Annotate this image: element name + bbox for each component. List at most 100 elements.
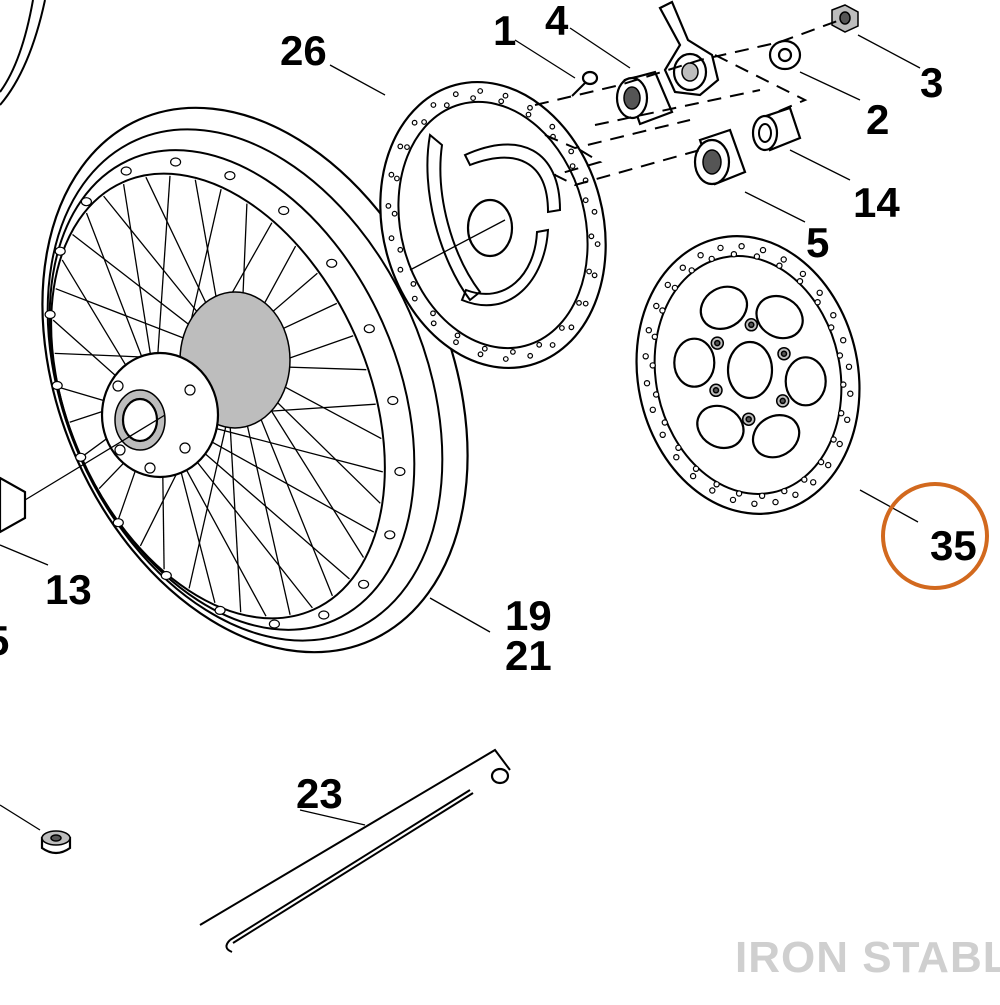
rotor-hole	[525, 111, 532, 118]
rim-hole	[160, 570, 172, 581]
rotor-hole	[708, 255, 715, 263]
rotor-hole	[713, 481, 720, 488]
label-19: 19	[505, 592, 552, 639]
rotor-hole	[838, 410, 845, 417]
label-23: 23	[296, 770, 343, 817]
rotor-hole	[569, 163, 576, 170]
rotor-hole	[697, 251, 704, 259]
rotor-hole	[799, 270, 807, 278]
rotor-hole	[477, 351, 484, 358]
rotor-window	[699, 285, 749, 330]
rotor-hole	[844, 416, 851, 423]
washer-2	[768, 39, 802, 71]
rotor-hole	[652, 391, 660, 398]
rotor-hole	[576, 300, 582, 306]
rotor-hole	[549, 123, 556, 130]
rotor-hole	[738, 242, 745, 250]
rotor-hole	[454, 332, 461, 339]
rim-hole	[326, 258, 338, 268]
rotor-hole	[845, 363, 853, 370]
rotor-hole	[830, 312, 837, 319]
rotor-hole	[643, 380, 651, 387]
rim-hole	[80, 197, 93, 207]
rotor-hole	[397, 266, 404, 273]
rim-hole	[387, 395, 399, 406]
rotor-hole	[840, 381, 847, 388]
rim-hole	[384, 530, 396, 540]
rotor-hole	[692, 465, 700, 472]
assembly-dash-lines	[534, 19, 841, 187]
tire-arc	[0, 0, 46, 106]
brake-rotor-26	[379, 80, 607, 370]
rotor-hole	[591, 208, 598, 215]
rotor-hole	[671, 284, 679, 292]
rotor-bolt-center	[780, 350, 788, 357]
rotor-window	[751, 414, 801, 459]
rotor-window	[755, 294, 804, 340]
rotor-hole	[477, 88, 484, 94]
rotor-hole	[673, 454, 680, 461]
rim-hole	[278, 205, 290, 216]
caliper-bracket	[658, 0, 720, 97]
rotor-hole	[649, 406, 657, 413]
rim-hole	[120, 166, 132, 176]
rotor-hole	[679, 264, 687, 271]
rotor-hole	[816, 289, 823, 296]
rotor-hole	[591, 272, 598, 279]
rotor-hole	[688, 267, 695, 274]
label-26: 26	[280, 27, 327, 74]
rotor-hole	[780, 256, 787, 263]
rim-hole	[54, 246, 66, 256]
rotor-hole	[430, 102, 437, 108]
rotor-hole	[498, 98, 505, 105]
rotor-hole	[502, 92, 509, 99]
rotor-hole	[830, 436, 837, 443]
rotor-hole	[582, 300, 589, 307]
rotor-hole	[502, 356, 509, 362]
label-35: 35	[930, 522, 977, 569]
rotor-hole	[664, 281, 672, 289]
rotor-hole	[588, 233, 595, 240]
highlight-circle	[881, 482, 989, 590]
spoked-wheel	[0, 106, 469, 654]
rim-hole	[268, 619, 280, 629]
rotor-hole	[653, 302, 660, 310]
rotor-bolt-center	[712, 387, 720, 394]
rotor-hole	[661, 419, 669, 426]
rotor-hole	[582, 197, 589, 204]
rotor-bolt-center	[745, 415, 752, 423]
rotor-bolt-center	[748, 321, 755, 329]
rotor-hole	[776, 262, 783, 269]
rim-hole	[394, 466, 406, 477]
rotor-hole	[527, 352, 534, 359]
bearing-5	[693, 128, 747, 186]
rotor-hole	[430, 320, 437, 327]
rotor-hole	[772, 498, 779, 506]
rotor-hole	[675, 444, 682, 451]
rim-hole	[75, 452, 87, 462]
rotor-hole	[568, 148, 575, 155]
rotor-hole	[828, 324, 835, 331]
rotor-hole	[814, 299, 821, 306]
rotor-hole	[410, 281, 417, 287]
rotor-hole	[847, 390, 854, 397]
rotor-hole	[836, 352, 844, 359]
rotor-hole	[411, 295, 418, 302]
rim-hole	[44, 309, 56, 320]
rotor-hole	[781, 487, 788, 495]
spacer-14	[751, 106, 802, 152]
rotor-hole	[559, 325, 565, 331]
rotor-hole	[792, 491, 799, 498]
rotor-hole	[649, 362, 656, 369]
rotor-hole	[817, 458, 825, 466]
rotor-hole	[388, 235, 395, 242]
rotor-hole	[659, 307, 666, 314]
rotor-hole	[753, 253, 761, 260]
rotor-hole	[758, 492, 766, 499]
rotor-hole	[642, 353, 649, 360]
rotor-hole	[730, 250, 738, 258]
rotor-hole	[836, 440, 843, 448]
rotor-hole	[452, 91, 459, 98]
rotor-hole	[470, 95, 477, 101]
